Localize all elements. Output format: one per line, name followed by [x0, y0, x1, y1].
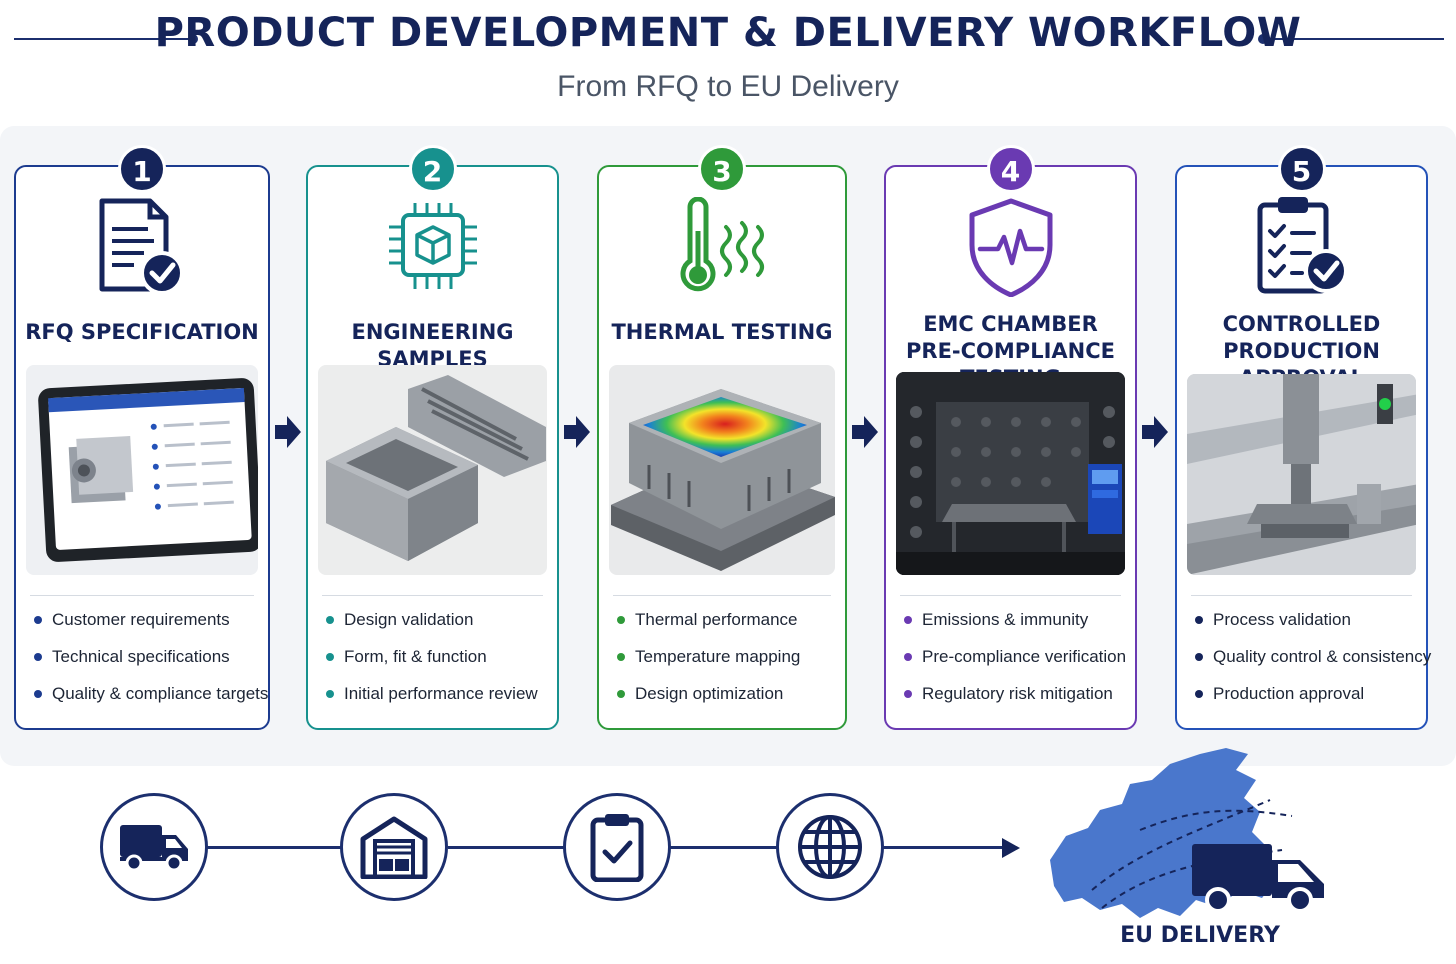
step-card-3: 3 THERMAL TESTING — [597, 145, 847, 730]
step-card-2: 2 ENGINEERING SAMPLES — [306, 145, 559, 730]
delivery-truck-icon — [1190, 838, 1330, 919]
truck-icon — [100, 793, 208, 901]
arrow-right-icon — [850, 414, 880, 455]
document-check-icon — [94, 197, 190, 302]
arrow-right-icon — [562, 414, 592, 455]
page-title: PRODUCT DEVELOPMENT & DELIVERY WORKFLOW — [154, 10, 1302, 56]
header-dot-left — [188, 34, 198, 44]
production-machine-photo — [1187, 374, 1416, 575]
list-item: Temperature mapping — [615, 644, 839, 681]
step-bullet-list: Thermal performance Temperature mapping … — [615, 607, 839, 718]
list-item: Pre-compliance verification — [902, 644, 1129, 681]
step-number-badge: 2 — [408, 145, 457, 193]
page-subtitle: From RFQ to EU Delivery — [557, 70, 899, 103]
step-number-badge: 1 — [118, 145, 166, 193]
step-bullet-list: Customer requirements Technical specific… — [32, 607, 268, 718]
eu-delivery-label: EU DELIVERY — [1120, 923, 1280, 948]
step-bullet-list: Emissions & immunity Pre-compliance veri… — [902, 607, 1129, 718]
arrow-right-icon — [1002, 838, 1022, 863]
thermometer-heat-icon — [672, 196, 772, 302]
step-number-badge: 3 — [698, 145, 746, 193]
card-divider — [1191, 595, 1412, 596]
list-item: Technical specifications — [32, 644, 262, 681]
step-card-4: 4 EMC CHAMBER PRE-COMPLIANCE TESTING — [884, 145, 1137, 730]
tablet-spec-photo — [26, 365, 258, 575]
list-item: Emissions & immunity — [902, 607, 1129, 644]
header-dot-right — [1258, 34, 1268, 44]
header-rule-right — [1266, 38, 1444, 40]
flow-connector — [206, 846, 342, 849]
step-title: RFQ SPECIFICATION — [25, 320, 259, 344]
flow-connector — [668, 846, 778, 849]
list-item: Quality & compliance targets — [32, 681, 268, 718]
step-card-1: 1 RFQ SPECIFICATION — [14, 145, 270, 730]
arrow-right-icon — [273, 414, 303, 455]
engineering-sample-photo — [318, 365, 547, 575]
step-title: THERMAL TESTING — [611, 320, 833, 344]
emc-chamber-photo — [896, 372, 1125, 575]
chip-cube-icon — [385, 197, 481, 302]
step-number-badge: 5 — [1277, 145, 1326, 193]
thermal-test-photo — [609, 365, 835, 575]
list-item: Process validation — [1193, 607, 1420, 644]
header-rule-left — [14, 38, 192, 40]
step-number-badge: 4 — [986, 145, 1035, 193]
flow-connector — [880, 846, 1004, 849]
list-item: Production approval — [1193, 681, 1420, 718]
list-item: Design validation — [324, 607, 551, 644]
step-card-5: 5 CONTROLLED PRODUCTION APPROVAL — [1175, 145, 1431, 730]
clipboard-check-icon — [1254, 195, 1350, 300]
list-item: Form, fit & function — [324, 644, 551, 681]
list-item: Thermal performance — [615, 607, 839, 644]
card-divider — [30, 595, 254, 596]
card-divider — [900, 595, 1121, 596]
shield-pulse-icon — [966, 197, 1056, 302]
flow-connector — [448, 846, 566, 849]
list-item: Customer requirements — [32, 607, 262, 644]
list-item: Initial performance review — [324, 681, 551, 718]
card-divider — [613, 595, 831, 596]
step-bullet-list: Process validation Quality control & con… — [1193, 607, 1431, 718]
list-item: Regulatory risk mitigation — [902, 681, 1129, 718]
card-divider — [322, 595, 543, 596]
step-bullet-list: Design validation Form, fit & function I… — [324, 607, 551, 718]
clipboard-check-icon — [563, 793, 671, 901]
globe-icon — [776, 793, 884, 901]
warehouse-icon — [340, 793, 448, 901]
arrow-right-icon — [1140, 414, 1170, 455]
list-item: Design optimization — [615, 681, 839, 718]
list-item: Quality control & consistency — [1193, 644, 1431, 681]
